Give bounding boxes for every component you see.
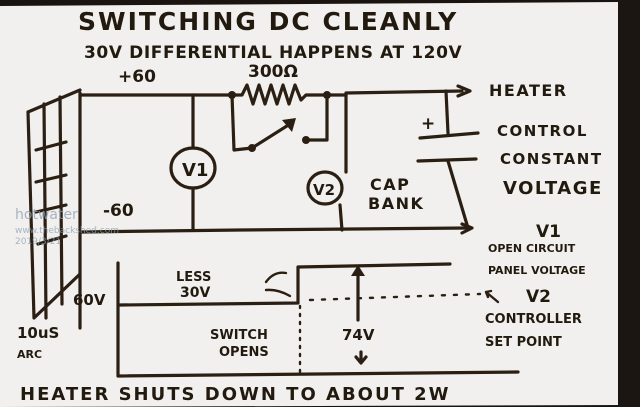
voltmeter-v1-icon <box>169 146 217 190</box>
switch-note-2: OPENS <box>219 345 269 360</box>
voltmeter-v2-icon <box>306 170 344 206</box>
v2-wire <box>338 93 348 232</box>
watermark-site: www.thebackshed.com <box>15 226 119 236</box>
capacitor-icon <box>416 89 480 230</box>
switch-wire <box>304 93 329 142</box>
switch-note-1: SWITCH <box>210 328 268 343</box>
note-constant: CONSTANT <box>500 150 603 168</box>
pointer-arrows-icon <box>264 271 292 298</box>
delta-voltage-label: 74V <box>342 326 375 344</box>
positive-rail-label: +60 <box>118 67 156 87</box>
less-note-1: LESS <box>176 270 211 285</box>
v2-label: V2 <box>526 287 551 307</box>
note-control: CONTROL <box>497 122 588 140</box>
v2-desc-2: SET POINT <box>485 335 562 350</box>
arrow-down-icon <box>354 350 368 365</box>
arrow-icon <box>456 84 472 98</box>
v1-desc-2: PANEL VOLTAGE <box>488 264 586 277</box>
v1-desc-1: OPEN CIRCUIT <box>488 242 576 255</box>
meter-v2-label: V2 <box>313 181 335 199</box>
level-label: 60V <box>73 291 106 309</box>
v1-label: V1 <box>536 222 561 242</box>
pointer-arrow-icon <box>484 289 500 304</box>
switch-wire <box>230 93 254 152</box>
arc-note-2: ARC <box>17 348 42 361</box>
v2-setpoint-line <box>308 292 482 302</box>
switch-blade-icon <box>250 122 292 150</box>
waveform-trace <box>118 262 452 307</box>
arrow-icon <box>460 222 474 235</box>
heater-label: HEATER <box>489 81 568 100</box>
subtitle: 30V DIFFERENTIAL HAPPENS AT 120V <box>84 43 463 63</box>
negative-rail-label: -60 <box>103 201 134 221</box>
resistor-label: 300Ω <box>248 62 298 82</box>
waveform-axes <box>116 261 520 378</box>
footer-note: HEATER SHUTS DOWN TO ABOUT 2W <box>20 384 451 405</box>
title: SWITCHING DC CLEANLY <box>78 7 458 36</box>
solar-panel-icon <box>26 88 82 330</box>
resistor-300-ohm-icon <box>230 83 348 106</box>
v2-desc-1: CONTROLLER <box>485 312 582 327</box>
watermark-user: hotwater <box>15 207 78 223</box>
watermark-date: 2019/3/21 <box>15 237 61 247</box>
note-voltage: VOLTAGE <box>503 178 603 199</box>
capacitor-plus: + <box>421 114 435 134</box>
dark-edge <box>618 0 640 407</box>
switch-arrow-icon <box>282 118 296 132</box>
arrow-up-icon <box>351 265 365 276</box>
cap-bank-label-1: CAP <box>370 175 410 194</box>
cap-bank-label-2: BANK <box>368 194 424 213</box>
less-note-2: 30V <box>180 285 210 301</box>
meter-v1-label: V1 <box>182 160 208 181</box>
negative-rail-wire <box>78 226 470 234</box>
heater-output-wire <box>344 89 464 95</box>
arc-note-1: 10uS <box>17 324 59 342</box>
